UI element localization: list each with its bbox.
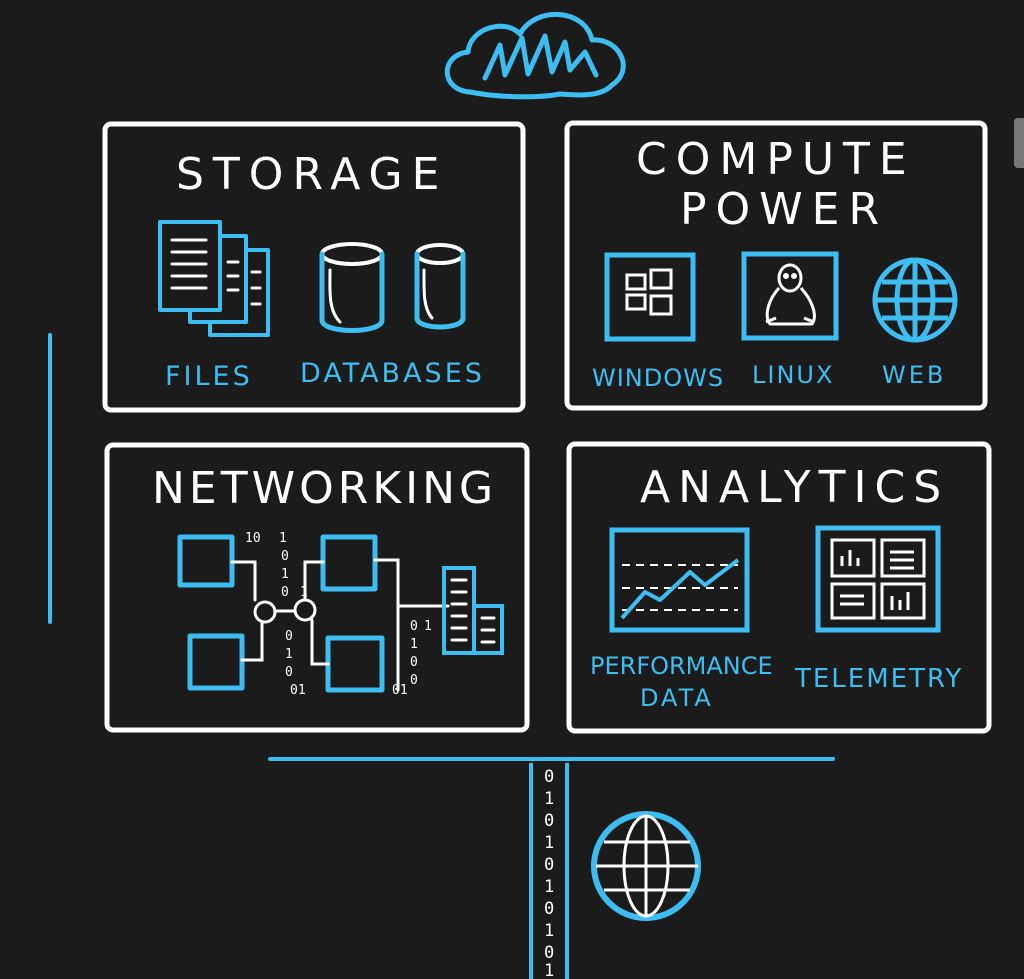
bit: 0: [410, 655, 418, 670]
globe-icon: [591, 811, 701, 921]
bit: 1: [300, 585, 308, 600]
analytics-performance-label-line2: DATA: [640, 684, 714, 712]
analytics-telemetry-label: TELEMETRY: [794, 664, 963, 694]
network-bits: 10 1 0 1 0 0 1 0 1 01 0 1 0 1 0 01: [245, 531, 432, 698]
server-rack-icon: [442, 566, 504, 655]
bit: 1: [424, 619, 432, 634]
storage-files-label: FILES: [165, 361, 253, 392]
dashboard-icon: [815, 525, 941, 633]
bit: 0: [281, 585, 289, 600]
globe-icon: [872, 257, 958, 343]
stream-bit: 0: [544, 811, 554, 831]
storage-panel: STORAGE: [102, 121, 526, 413]
cloud-icon: [444, 11, 626, 100]
stream-bit: 0: [544, 943, 554, 963]
bit: 01: [392, 683, 408, 698]
analytics-performance-label-line1: PERFORMANCE: [590, 652, 773, 680]
edge-object: [1014, 118, 1024, 168]
bit: 0: [285, 629, 293, 644]
bit: 1: [410, 637, 418, 652]
line-chart-icon: [609, 527, 750, 633]
compute-windows-label: WINDOWS: [592, 364, 724, 392]
stream-bit: 1: [544, 921, 554, 941]
bit: 01: [290, 683, 306, 698]
storage-databases-label: DATABASES: [300, 358, 485, 389]
data-pipe: 0 1 0 1 0 1 0 1 0 1: [529, 763, 569, 979]
storage-title: STORAGE: [176, 149, 448, 200]
bit: 0: [285, 665, 293, 680]
bit: 10: [245, 531, 261, 546]
windows-icon: [604, 252, 696, 342]
networking-title: NETWORKING: [152, 463, 497, 514]
bit: 0: [410, 619, 418, 634]
compute-linux-label: LINUX: [752, 361, 834, 389]
stream-bit: 0: [544, 899, 554, 919]
bit: 0: [281, 549, 289, 564]
bit: 1: [279, 531, 287, 546]
stream-bit: 1: [544, 833, 554, 853]
compute-title-line2: POWER: [680, 184, 888, 235]
stream-bit: 1: [544, 877, 554, 897]
bit: 1: [281, 567, 289, 582]
database-icon: [319, 242, 466, 333]
analytics-panel: ANALYTICS: [566, 441, 992, 734]
compute-panel: COMPUTE POWER: [564, 120, 988, 411]
stream-bit: 1: [544, 961, 554, 979]
analytics-title: ANALYTICS: [640, 462, 949, 513]
compute-web-label: WEB: [882, 361, 946, 389]
stream-bit: 0: [544, 855, 554, 875]
compute-title-line1: COMPUTE: [636, 134, 916, 185]
networking-panel: NETWORKING: [104, 442, 530, 733]
stream-bit: 1: [544, 789, 554, 809]
linux-icon: [741, 251, 839, 341]
bit: 1: [285, 647, 293, 662]
files-icon: [158, 220, 270, 337]
network-links: [230, 558, 450, 692]
stream-bit: 0: [544, 767, 554, 787]
bit: 0: [410, 673, 418, 688]
